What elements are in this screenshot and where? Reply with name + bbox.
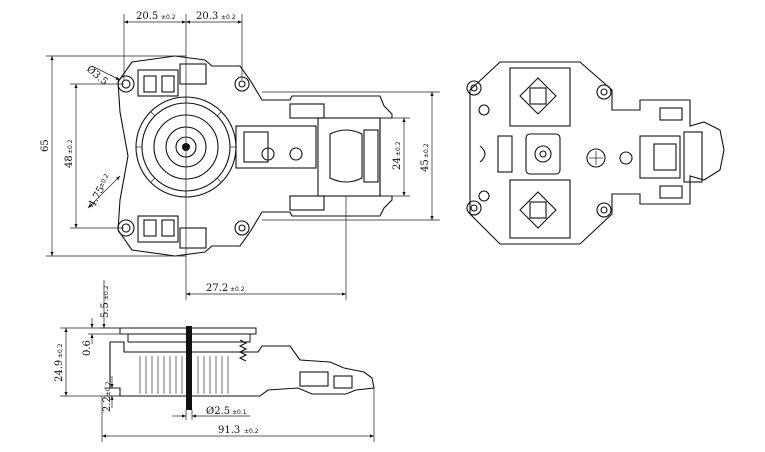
dim-side-height: 24.9: [54, 360, 65, 382]
dim-pin-diameter-tol: ±0.1: [232, 409, 247, 416]
side-hatch: [139, 356, 229, 394]
dim-center-offset: 27.2: [206, 283, 228, 294]
terminal-top: [137, 69, 179, 97]
top-view-body-outline: [117, 55, 393, 257]
dim-overall-height: 65: [40, 139, 51, 152]
bridge: [235, 125, 317, 169]
dim-base-step-tol: ±0.2: [105, 381, 112, 396]
dim-top-protrusion-tol: ±0.2: [103, 285, 110, 300]
dim-inner-height-tol: ±0.2: [67, 139, 74, 154]
dim-top-right-value: 20.3: [196, 11, 218, 22]
spring: [238, 339, 248, 362]
side-view-dimensions: 5.5 ±0.2 24.9 ±0.2 0.6 2.2 ±0.2 Ø2.5 ±0.…: [54, 280, 375, 442]
dim-pin-diameter: Ø2.5: [206, 406, 230, 417]
dim-top-left-value: 20.5: [136, 11, 158, 22]
screw-head: [586, 148, 606, 168]
dim-top-protrusion: 5.5: [100, 302, 111, 318]
central-pin: [186, 326, 192, 410]
bottom-terminal-bottom: [509, 179, 571, 239]
dim-base-step: 2.2: [102, 396, 113, 412]
dim-side-height-tol: ±0.2: [57, 343, 64, 358]
terminal-bottom: [137, 215, 179, 243]
dim-angle-offset-tol: ±0.2: [98, 173, 111, 189]
dim-overall-length-tol: ±0.2: [244, 428, 259, 435]
dim-inner-height: 48: [64, 155, 75, 168]
dim-center-offset-tol: ±0.2: [230, 286, 245, 293]
bottom-view-body-outline: [469, 61, 725, 245]
dim-top-right-tol: ±0.2: [221, 14, 236, 21]
dim-plate-thickness: 0.6: [82, 340, 93, 356]
dim-overall-length: 91.3: [218, 425, 240, 436]
dim-body-height-24: 24: [392, 157, 403, 170]
ear-bottom-right: [234, 220, 250, 236]
side-view: [109, 326, 375, 410]
top-view: [117, 55, 393, 257]
dim-top-left-tol: ±0.2: [161, 14, 176, 21]
connector-frame: [317, 117, 381, 197]
dim-body-height-24-tol: ±0.2: [395, 141, 402, 156]
bottom-terminal-top: [509, 67, 571, 127]
bottom-view: [466, 61, 725, 245]
dim-body-height-45-tol: ±0.2: [423, 143, 430, 158]
dim-body-height-45: 45: [420, 159, 431, 172]
